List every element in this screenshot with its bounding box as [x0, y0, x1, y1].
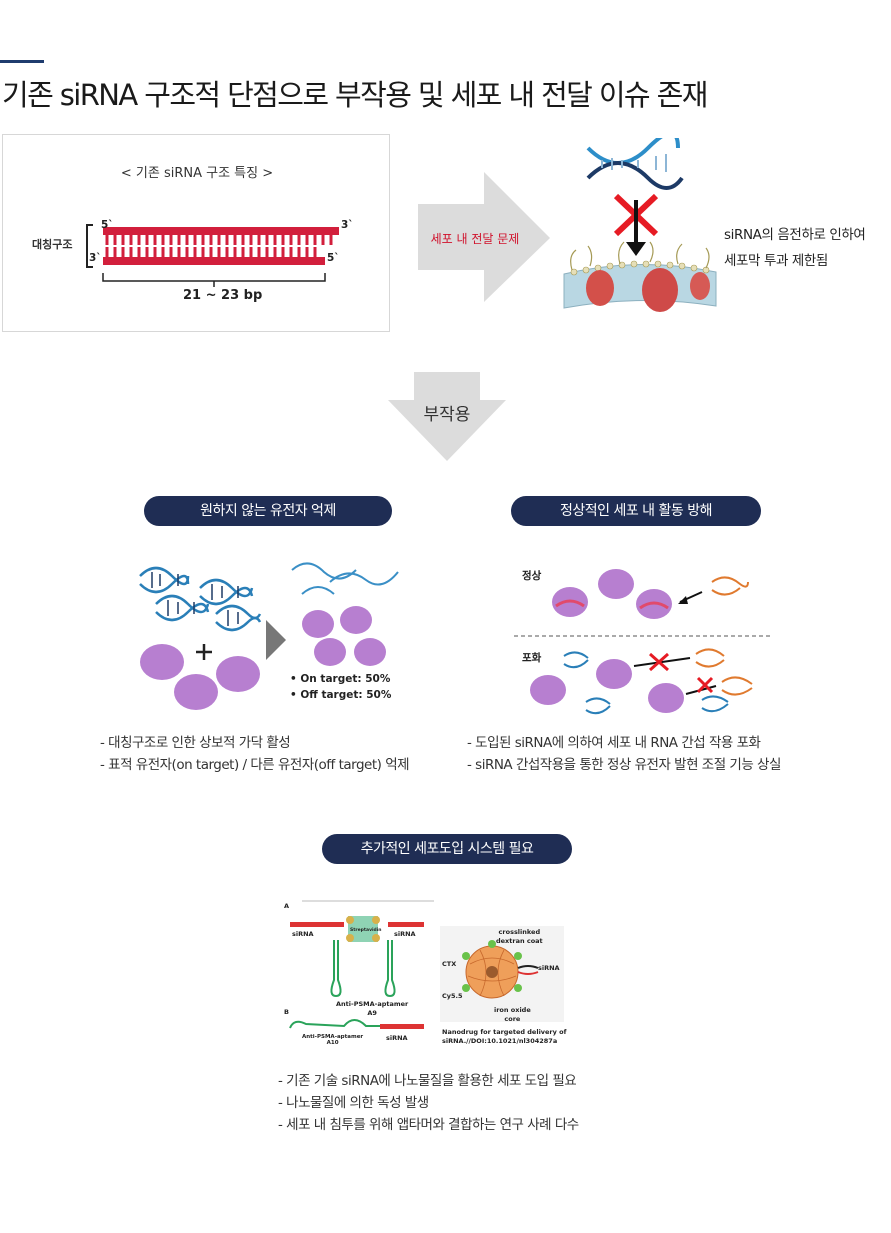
nanoparticle-figure: crosslinked dextran coat CTX siRNA Cy5.5…	[440, 900, 566, 1046]
fig-b-reference: Nanodrug for targeted delivery of siRNA.…	[442, 1028, 567, 1045]
list-item: - 기존 기술 siRNA에 나노물질을 활용한 세포 도입 필요	[278, 1073, 577, 1089]
fig-a-sirna-b: siRNA	[386, 1034, 408, 1042]
side-effect-label: 부작용	[423, 405, 471, 425]
length-label: 21 ~ 23 bp	[183, 288, 263, 303]
list-item: - 대칭구조로 인한 상보적 가닥 활성	[100, 735, 291, 751]
rnai-saturation-illustration	[514, 569, 770, 715]
aptamer-figure: A B siRNA siRNA Streptavidin Anti-PSMA-a…	[284, 900, 434, 1046]
delivery-description-line-2: 세포막 투과 제한됨	[724, 253, 828, 269]
delivery-description-line-1: siRNA의 음전하로 인하여	[724, 227, 866, 243]
saturation-pill: 정상적인 세포 내 활동 방해	[511, 496, 761, 526]
top-5-end: 5`	[101, 219, 114, 231]
list-item: - 나노물질에 의한 독성 발생	[278, 1095, 429, 1111]
fig-b-coat: crosslinked dextran coat	[496, 928, 543, 945]
fig-a-aptamer-a10: Anti-PSMA-aptamer A10	[302, 1034, 364, 1046]
off-target-illustration	[139, 562, 399, 710]
off-target-label: • Off target: 50%	[290, 689, 392, 701]
side-effect-arrow-icon	[388, 372, 506, 461]
delivery-description: siRNA의 음전하로 인하여 세포막 투과 제한됨	[724, 222, 866, 274]
delivery-system-bullets: - 기존 기술 siRNA에 나노물질을 활용한 세포 도입 필요 - 나노물질…	[278, 1070, 579, 1136]
fig-a-streptavidin: Streptavidin	[350, 928, 382, 933]
sirna-duplex-diagram	[86, 224, 339, 287]
structure-caption: < 기존 siRNA 구조 특징 >	[120, 166, 274, 181]
membrane-blocked-illustration	[563, 138, 717, 312]
bottom-5-end: 5`	[327, 252, 340, 264]
list-item: - 세포 내 침투를 위해 앱타머와 결합하는 연구 사례 다수	[278, 1117, 579, 1133]
saturation-bullets: - 도입된 siRNA에 의하여 세포 내 RNA 간섭 작용 포화 - siR…	[467, 732, 781, 776]
off-target-pill: 원하지 않는 유전자 억제	[144, 496, 392, 526]
fig-a-panel-b: B	[284, 1008, 289, 1016]
page-title: 기존 siRNA 구조적 단점으로 부작용 및 세포 내 전달 이슈 존재	[2, 78, 708, 112]
list-item: - siRNA 간섭작용을 통한 정상 유전자 발현 조절 기능 상실	[467, 757, 781, 773]
delivery-arrow-label: 세포 내 전달 문제	[430, 232, 520, 246]
fig-a-aptamer-a9: Anti-PSMA-aptamer A9	[336, 1000, 409, 1017]
fig-b-cy: Cy5.5	[442, 992, 463, 1000]
fig-b-sirna: siRNA	[538, 964, 560, 972]
sirna-structure-box: < 기존 siRNA 구조 특징 > 대칭구조	[2, 134, 390, 332]
on-target-label: • On target: 50%	[290, 673, 391, 685]
bottom-3-end: 3`	[89, 252, 102, 264]
list-item: - 표적 유전자(on target) / 다른 유전자(off target)…	[100, 757, 410, 773]
fig-b-ctx: CTX	[442, 960, 457, 968]
symmetry-label: 대칭구조	[32, 238, 73, 251]
list-item: - 도입된 siRNA에 의하여 세포 내 RNA 간섭 작용 포화	[467, 735, 761, 751]
fig-a-sirna-right: siRNA	[394, 930, 416, 938]
saturated-label: 포화	[522, 652, 542, 664]
off-target-bullets: - 대칭구조로 인한 상보적 가닥 활성 - 표적 유전자(on target)…	[100, 732, 410, 776]
fig-a-panel-a: A	[284, 902, 290, 910]
top-3-end: 3`	[341, 219, 354, 231]
fig-a-sirna-left: siRNA	[292, 930, 314, 938]
title-accent-bar	[0, 60, 44, 63]
normal-label: 정상	[522, 570, 542, 582]
delivery-arrow-icon	[418, 172, 550, 302]
delivery-system-pill: 추가적인 세포도입 시스템 필요	[322, 834, 572, 864]
fig-b-core: iron oxide core	[494, 1006, 531, 1023]
